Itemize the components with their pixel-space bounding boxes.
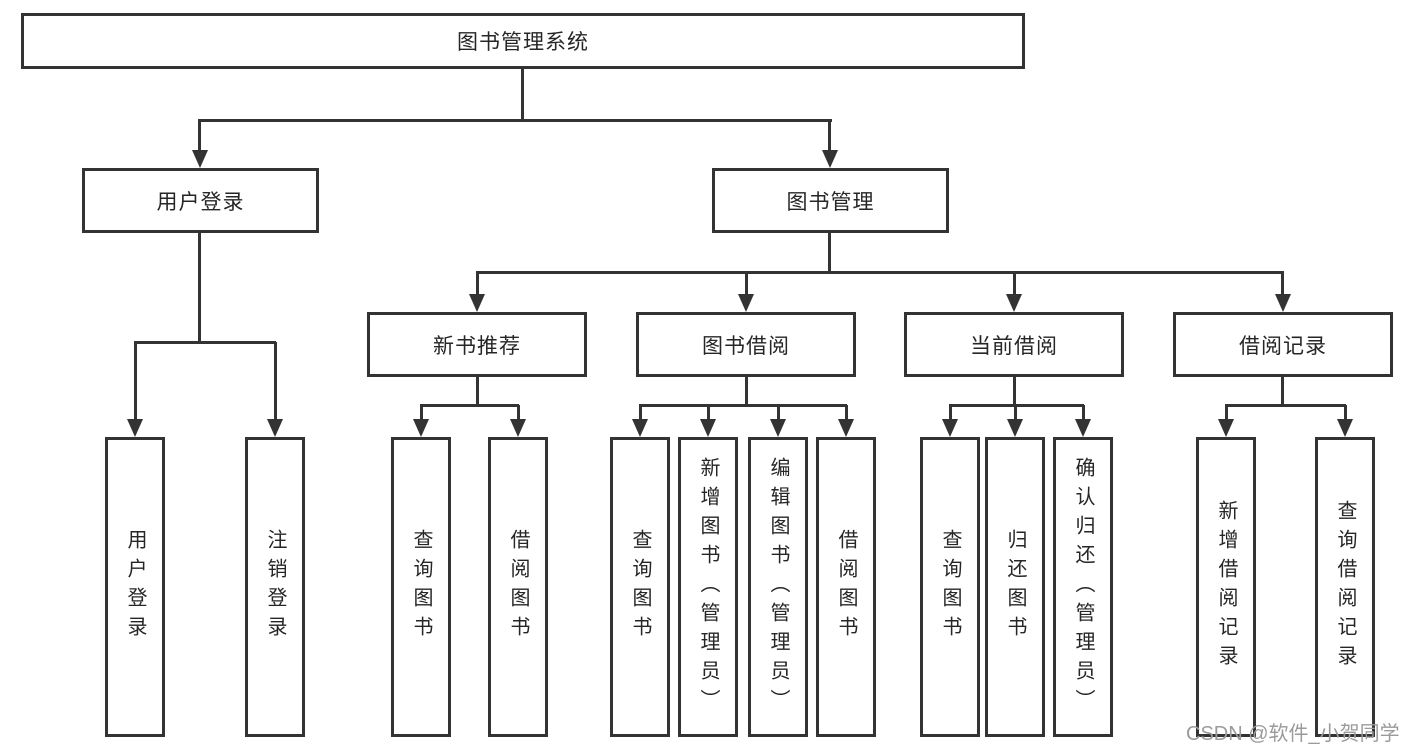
connector-vline [707,405,710,421]
arrow-down-icon [469,294,485,312]
leaf-logout: 注销登录 [245,437,305,737]
leaf-borrow-borrow-books-label: 借阅图书 [835,529,857,645]
connector-vline [828,233,831,273]
leaf-newbook-query-books-label: 查询图书 [410,529,432,645]
connector-vline [1281,272,1284,296]
arrow-down-icon [267,419,283,437]
arrow-down-icon [413,419,429,437]
arrow-down-icon [632,419,648,437]
arrow-down-icon [738,294,754,312]
arrow-down-icon [822,150,838,168]
connector-vline [639,405,642,421]
arrow-down-icon [838,419,854,437]
connector-vline [1014,405,1017,421]
connector-vline [828,120,831,152]
connector-hline [198,119,832,122]
connector-vline [476,377,479,406]
connector-vline [745,377,748,406]
leaf-current-confirm-return-admin: 确认归还（管理员） [1053,437,1113,737]
leaf-current-query-books-label: 查询图书 [939,529,961,645]
leaf-borrow-query-books-label: 查询图书 [629,529,651,645]
node-borrow-records: 借阅记录 [1173,312,1393,377]
arrow-down-icon [1007,419,1023,437]
node-current-borrow-label: 当前借阅 [970,334,1058,358]
leaf-records-add-record-label: 新增借阅记录 [1215,500,1237,674]
leaf-borrow-add-books-admin: 新增图书（管理员） [678,437,738,737]
node-borrow-records-label: 借阅记录 [1239,334,1327,358]
arrow-down-icon [1218,419,1234,437]
arrow-down-icon [127,419,143,437]
leaf-current-query-books: 查询图书 [920,437,980,737]
connector-hline [1225,404,1346,407]
leaf-current-return-books-label: 归还图书 [1004,529,1026,645]
leaf-records-query-record-label: 查询借阅记录 [1334,500,1356,674]
leaf-newbook-borrow-books: 借阅图书 [488,437,548,737]
node-book-management-label: 图书管理 [786,190,875,214]
connector-vline [274,342,277,421]
arrow-down-icon [1006,294,1022,312]
connector-vline [517,405,520,421]
connector-vline [1344,405,1347,421]
watermark: CSDN @软件_小贺同学 [1186,723,1400,745]
connector-vline [949,405,952,421]
leaf-current-confirm-return-admin-label: 确认归还（管理员） [1072,456,1094,718]
connector-vline [1082,405,1085,421]
leaf-logout-label: 注销登录 [264,529,286,645]
connector-hline [134,341,276,344]
connector-vline [198,120,201,152]
leaf-borrow-edit-books-admin-label: 编辑图书（管理员） [767,456,789,718]
leaf-newbook-borrow-books-label: 借阅图书 [507,529,529,645]
leaf-records-add-record: 新增借阅记录 [1196,437,1256,737]
leaf-user-login-label: 用户登录 [124,529,146,645]
connector-vline [745,272,748,296]
arrow-down-icon [1275,294,1291,312]
arrow-down-icon [1337,419,1353,437]
node-root: 图书管理系统 [21,13,1025,69]
connector-vline [1013,272,1016,296]
arrow-down-icon [1075,419,1091,437]
node-new-book-recommend-label: 新书推荐 [433,334,521,358]
node-book-borrow-label: 图书借阅 [702,334,790,358]
leaf-records-query-record: 查询借阅记录 [1315,437,1375,737]
node-user-login-label: 用户登录 [156,190,245,214]
arrow-down-icon [942,419,958,437]
connector-hline [420,404,519,407]
leaf-borrow-query-books: 查询图书 [610,437,670,737]
connector-hline [639,404,847,407]
leaf-borrow-borrow-books: 借阅图书 [816,437,876,737]
arrow-down-icon [770,419,786,437]
connector-vline [1281,377,1284,406]
connector-vline [1225,405,1228,421]
node-root-label: 图书管理系统 [457,31,589,54]
connector-vline [845,405,848,421]
arrow-down-icon [192,150,208,168]
node-user-login: 用户登录 [82,168,319,233]
connector-vline [134,342,137,421]
leaf-current-return-books: 归还图书 [985,437,1045,737]
connector-vline [420,405,423,421]
connector-vline [521,69,524,122]
leaf-newbook-query-books: 查询图书 [391,437,451,737]
connector-hline [476,271,1284,274]
connector-vline [198,233,201,343]
node-current-borrow: 当前借阅 [904,312,1124,377]
leaf-user-login: 用户登录 [105,437,165,737]
arrow-down-icon [700,419,716,437]
leaf-borrow-add-books-admin-label: 新增图书（管理员） [697,456,719,718]
node-new-book-recommend: 新书推荐 [367,312,587,377]
connector-vline [1013,377,1016,406]
arrow-down-icon [510,419,526,437]
leaf-borrow-edit-books-admin: 编辑图书（管理员） [748,437,808,737]
connector-vline [476,272,479,296]
node-book-management: 图书管理 [712,168,949,233]
connector-vline [777,405,780,421]
node-book-borrow: 图书借阅 [636,312,856,377]
